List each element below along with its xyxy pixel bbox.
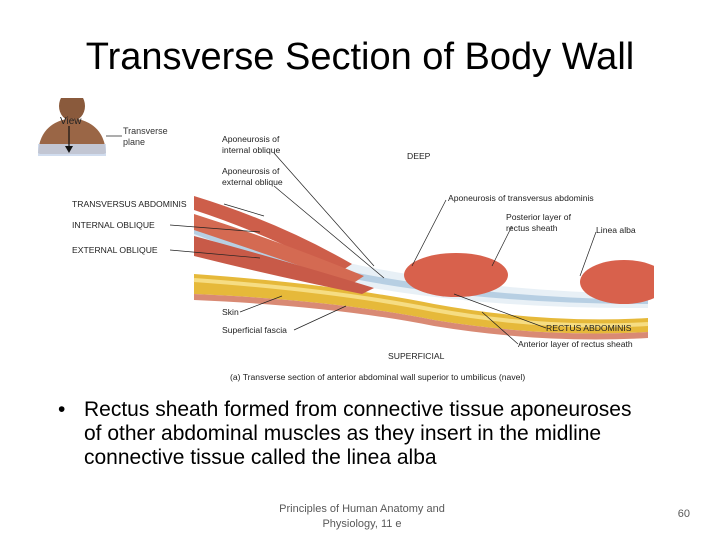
page-number: 60 (650, 508, 690, 520)
inset-view-label: View (60, 116, 82, 127)
inset-plane-label-2: plane (123, 137, 145, 147)
label-transversus: TRANSVERSUS ABDOMINIS (72, 199, 187, 209)
slide-footer: Principles of Human Anatomy and Physiolo… (262, 502, 462, 532)
inset-plane-label-1: Transverse (123, 126, 168, 136)
bullet-dot-icon: • (58, 398, 65, 422)
label-superficial: SUPERFICIAL (388, 351, 445, 361)
label-posterior-2: rectus sheath (506, 223, 558, 233)
label-skin: Skin (222, 307, 239, 317)
inset-torso (38, 98, 106, 156)
label-apo-external-1: Aponeurosis of (222, 166, 280, 176)
label-external-oblique: EXTERNAL OBLIQUE (72, 245, 158, 255)
bullet-item: • Rectus sheath formed from connective t… (58, 398, 648, 470)
label-apo-internal-1: Aponeurosis of (222, 134, 280, 144)
label-deep: DEEP (407, 151, 431, 161)
cross-section (194, 196, 654, 340)
figure-caption: (a) Transverse section of anterior abdom… (230, 372, 525, 382)
body-wall-diagram: View Transverse plane (34, 98, 654, 393)
bullet-text: Rectus sheath formed from connective tis… (84, 398, 648, 470)
label-apo-internal-2: internal oblique (222, 145, 281, 155)
diagram-svg: View Transverse plane (34, 98, 654, 388)
inset-plane-band (38, 144, 106, 156)
rectus-muscle-left (404, 253, 508, 297)
footer-line-1: Principles of Human Anatomy and (262, 502, 462, 517)
footer-line-2: Physiology, 11 e (262, 517, 462, 532)
label-internal-oblique: INTERNAL OBLIQUE (72, 220, 155, 230)
label-anterior-layer: Anterior layer of rectus sheath (518, 339, 633, 349)
label-apo-transversus: Aponeurosis of transversus abdominis (448, 193, 594, 203)
label-apo-external-2: external oblique (222, 177, 283, 187)
label-linea-alba: Linea alba (596, 225, 636, 235)
label-superficial-fascia: Superficial fascia (222, 325, 287, 335)
label-rectus-abdominis: RECTUS ABDOMINIS (546, 323, 632, 333)
label-posterior-1: Posterior layer of (506, 212, 572, 222)
slide-title: Transverse Section of Body Wall (0, 36, 720, 79)
